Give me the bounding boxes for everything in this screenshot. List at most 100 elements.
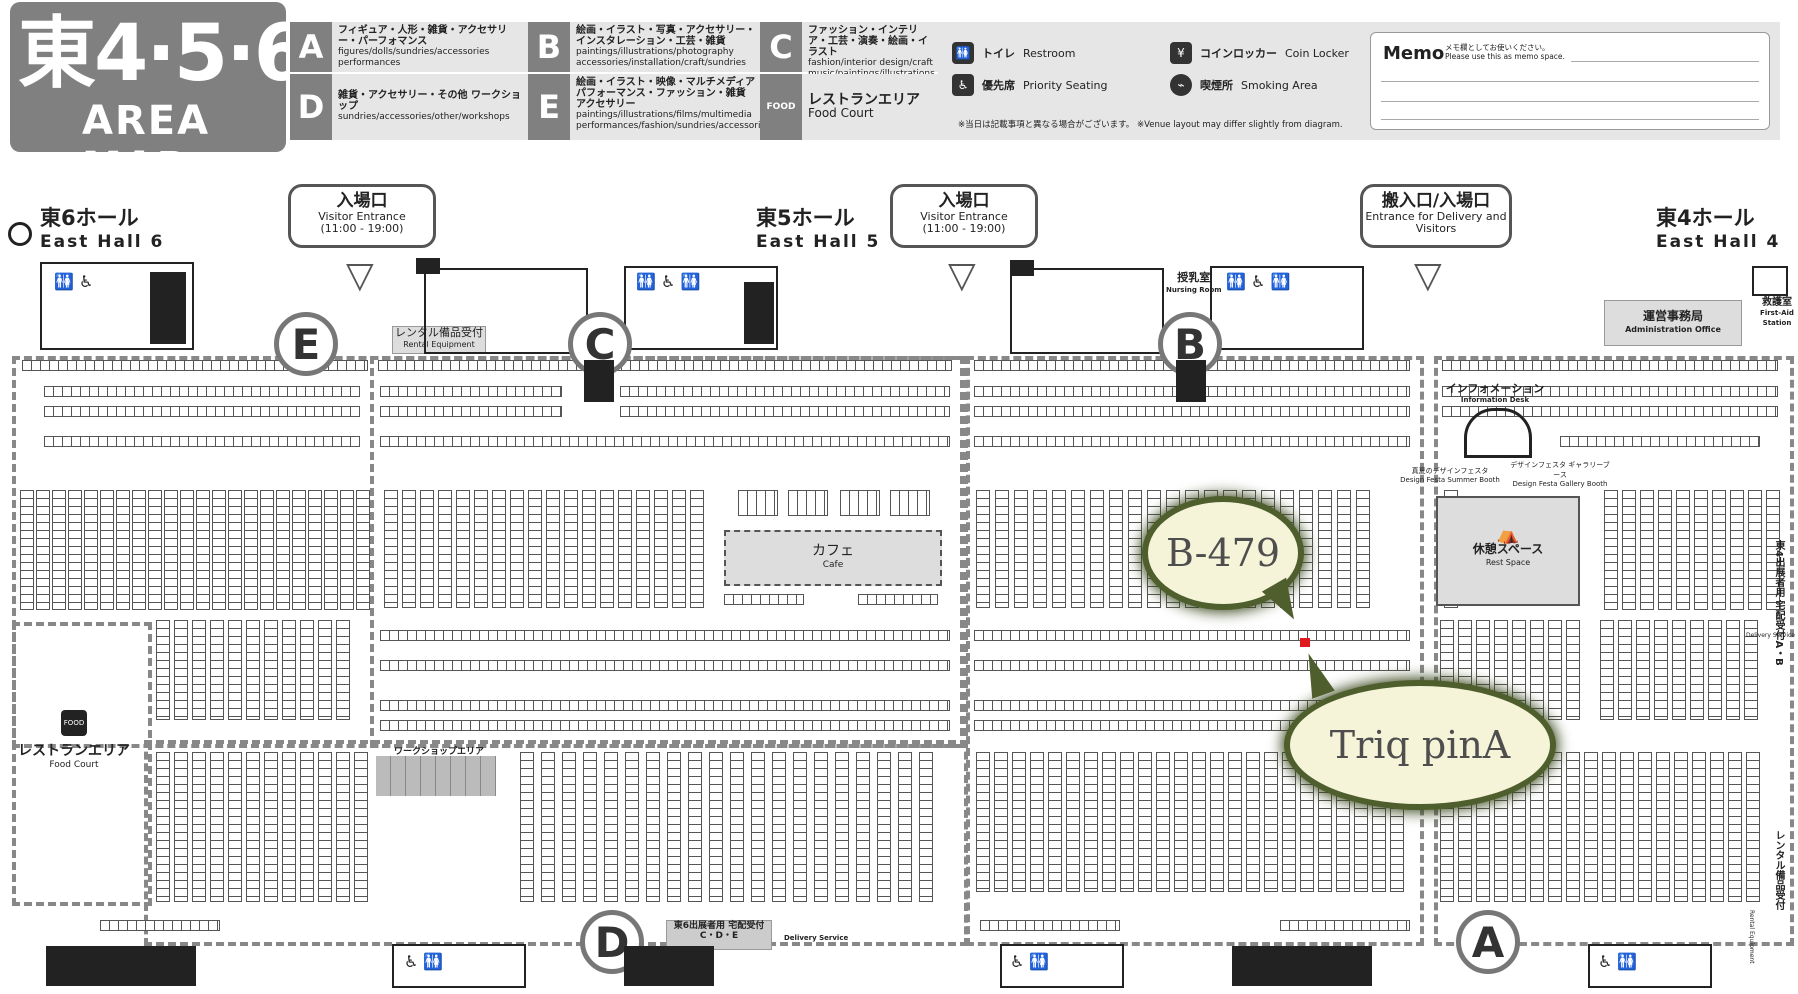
facility-jp: 休憩スペース <box>1472 542 1544 556</box>
booth-row <box>378 360 952 371</box>
booth-column <box>583 752 597 902</box>
category-jp: 雑貨・アクセサリー・その他 ワークショップ <box>338 90 521 112</box>
booth-column <box>1048 752 1062 892</box>
memo-box: Memo メモ欄としてお使いください。Please use this as me… <box>1360 22 1780 140</box>
booth-row <box>22 360 368 371</box>
booth-column <box>1690 620 1704 720</box>
delivery-service-label: Delivery Service <box>784 934 849 942</box>
booth-column <box>510 490 524 608</box>
booth-column <box>1192 752 1206 892</box>
entrance-hours: (11:00 - 19:00) <box>320 222 404 235</box>
booth-column <box>212 490 226 610</box>
booth-column <box>174 752 188 902</box>
zone-a-marker: A <box>1456 910 1520 974</box>
booth-column <box>264 752 278 902</box>
booth-column <box>1318 490 1332 608</box>
booth-column <box>814 752 828 902</box>
map-subtitle: AREA MAP <box>82 98 211 190</box>
booth-column <box>646 752 660 902</box>
booth-column <box>600 490 614 608</box>
booth-column <box>1174 752 1188 892</box>
booth-column <box>164 490 178 610</box>
food-en: Food Court <box>808 106 874 120</box>
booth-column <box>308 490 322 610</box>
entrance-jp: 入場口 <box>938 191 990 211</box>
booth-name-callout: Triq pinA <box>1290 686 1550 804</box>
facility-jp: インフォメーション <box>1445 382 1545 395</box>
legend-en: Restroom <box>1023 46 1076 60</box>
booth-column <box>1566 752 1580 902</box>
smoking-icon <box>8 222 32 246</box>
booth-column <box>1618 620 1632 720</box>
facility-jp: 運営事務局 <box>1642 309 1703 323</box>
category-en: paintings/illustrations/photography acce… <box>576 47 746 68</box>
booth-row <box>380 700 950 711</box>
booth-column <box>976 752 990 892</box>
restroom-block-hall5 <box>624 266 778 350</box>
booth-row <box>1442 386 1778 397</box>
facility-jp: 授乳室 <box>1177 271 1211 284</box>
booth-column <box>654 490 668 608</box>
facility-en: First-Aid Station <box>1760 309 1794 327</box>
structure-block <box>46 946 196 986</box>
booth-block <box>890 490 930 516</box>
booth-column <box>1012 752 1026 892</box>
booth-column <box>1228 752 1242 892</box>
booth-column <box>1604 490 1618 610</box>
hall-en: East Hall 4 <box>1656 232 1781 252</box>
restroom-icon: ♿ 🚻 <box>1010 952 1050 971</box>
category-en: sundries/accessories/other/workshops <box>338 112 510 122</box>
category-letter: E <box>528 74 570 140</box>
entrance-jp: 入場口 <box>336 191 388 211</box>
facility-en: Design Festa Gallery Booth <box>1512 480 1608 488</box>
memo-area[interactable]: Memo メモ欄としてお使いください。Please use this as me… <box>1370 32 1770 130</box>
rental-equipment-right-en: Rental Equipment <box>1748 910 1755 964</box>
booth-row <box>380 720 950 731</box>
structure-block <box>150 272 186 344</box>
restroom-block-bottom <box>392 944 526 988</box>
delivery-service-cde: 東6出展者用 宅配受付C・D・E <box>666 920 772 950</box>
pillar-block <box>1176 360 1206 402</box>
booth-block <box>840 490 880 516</box>
booth-column <box>228 490 242 610</box>
restroom-icon: ♿ 🚻 <box>404 952 444 971</box>
booth-column <box>148 490 162 610</box>
booth-column <box>1109 490 1123 608</box>
booth-column <box>1548 620 1562 720</box>
booth-column <box>1584 752 1598 902</box>
booth-block <box>738 490 778 516</box>
booth-column <box>84 490 98 610</box>
booth-column <box>260 490 274 610</box>
coin-locker-icon: ¥ <box>1170 42 1192 64</box>
booth-column <box>1128 490 1142 608</box>
booth-column <box>835 752 849 902</box>
booth-column <box>68 490 82 610</box>
booth-row <box>380 660 950 671</box>
booth-column <box>793 752 807 902</box>
booth-column <box>180 490 194 610</box>
booth-column <box>20 490 34 610</box>
food-court-area <box>12 622 152 906</box>
entrance-en: Visitor Entrance <box>318 210 406 223</box>
memo-jp: メモ欄としてお使いください。 <box>1445 43 1550 52</box>
highlighted-booth-b479[interactable] <box>1300 638 1310 647</box>
category-letter: C <box>760 22 802 72</box>
category-jp: 絵画・イラスト・映像・マルチメディア パフォーマンス・ファッション・雑貨 アクセ… <box>576 77 756 110</box>
coin-locker-icon <box>416 258 440 274</box>
rental-equipment-right: レンタル備品受付 <box>1773 830 1784 910</box>
booth-column <box>276 490 290 610</box>
legend-en: Coin Locker <box>1285 46 1349 60</box>
booth-column <box>1120 752 1134 892</box>
restroom-icon: 🚻 ♿ <box>54 272 94 291</box>
booth-row <box>100 920 220 931</box>
booth-column <box>192 620 206 720</box>
map-title-box: 東4·5·6 AREA MAP <box>10 2 308 190</box>
booth-column <box>1746 752 1760 902</box>
delivery-service-label: Delivery Service <box>1746 632 1795 639</box>
